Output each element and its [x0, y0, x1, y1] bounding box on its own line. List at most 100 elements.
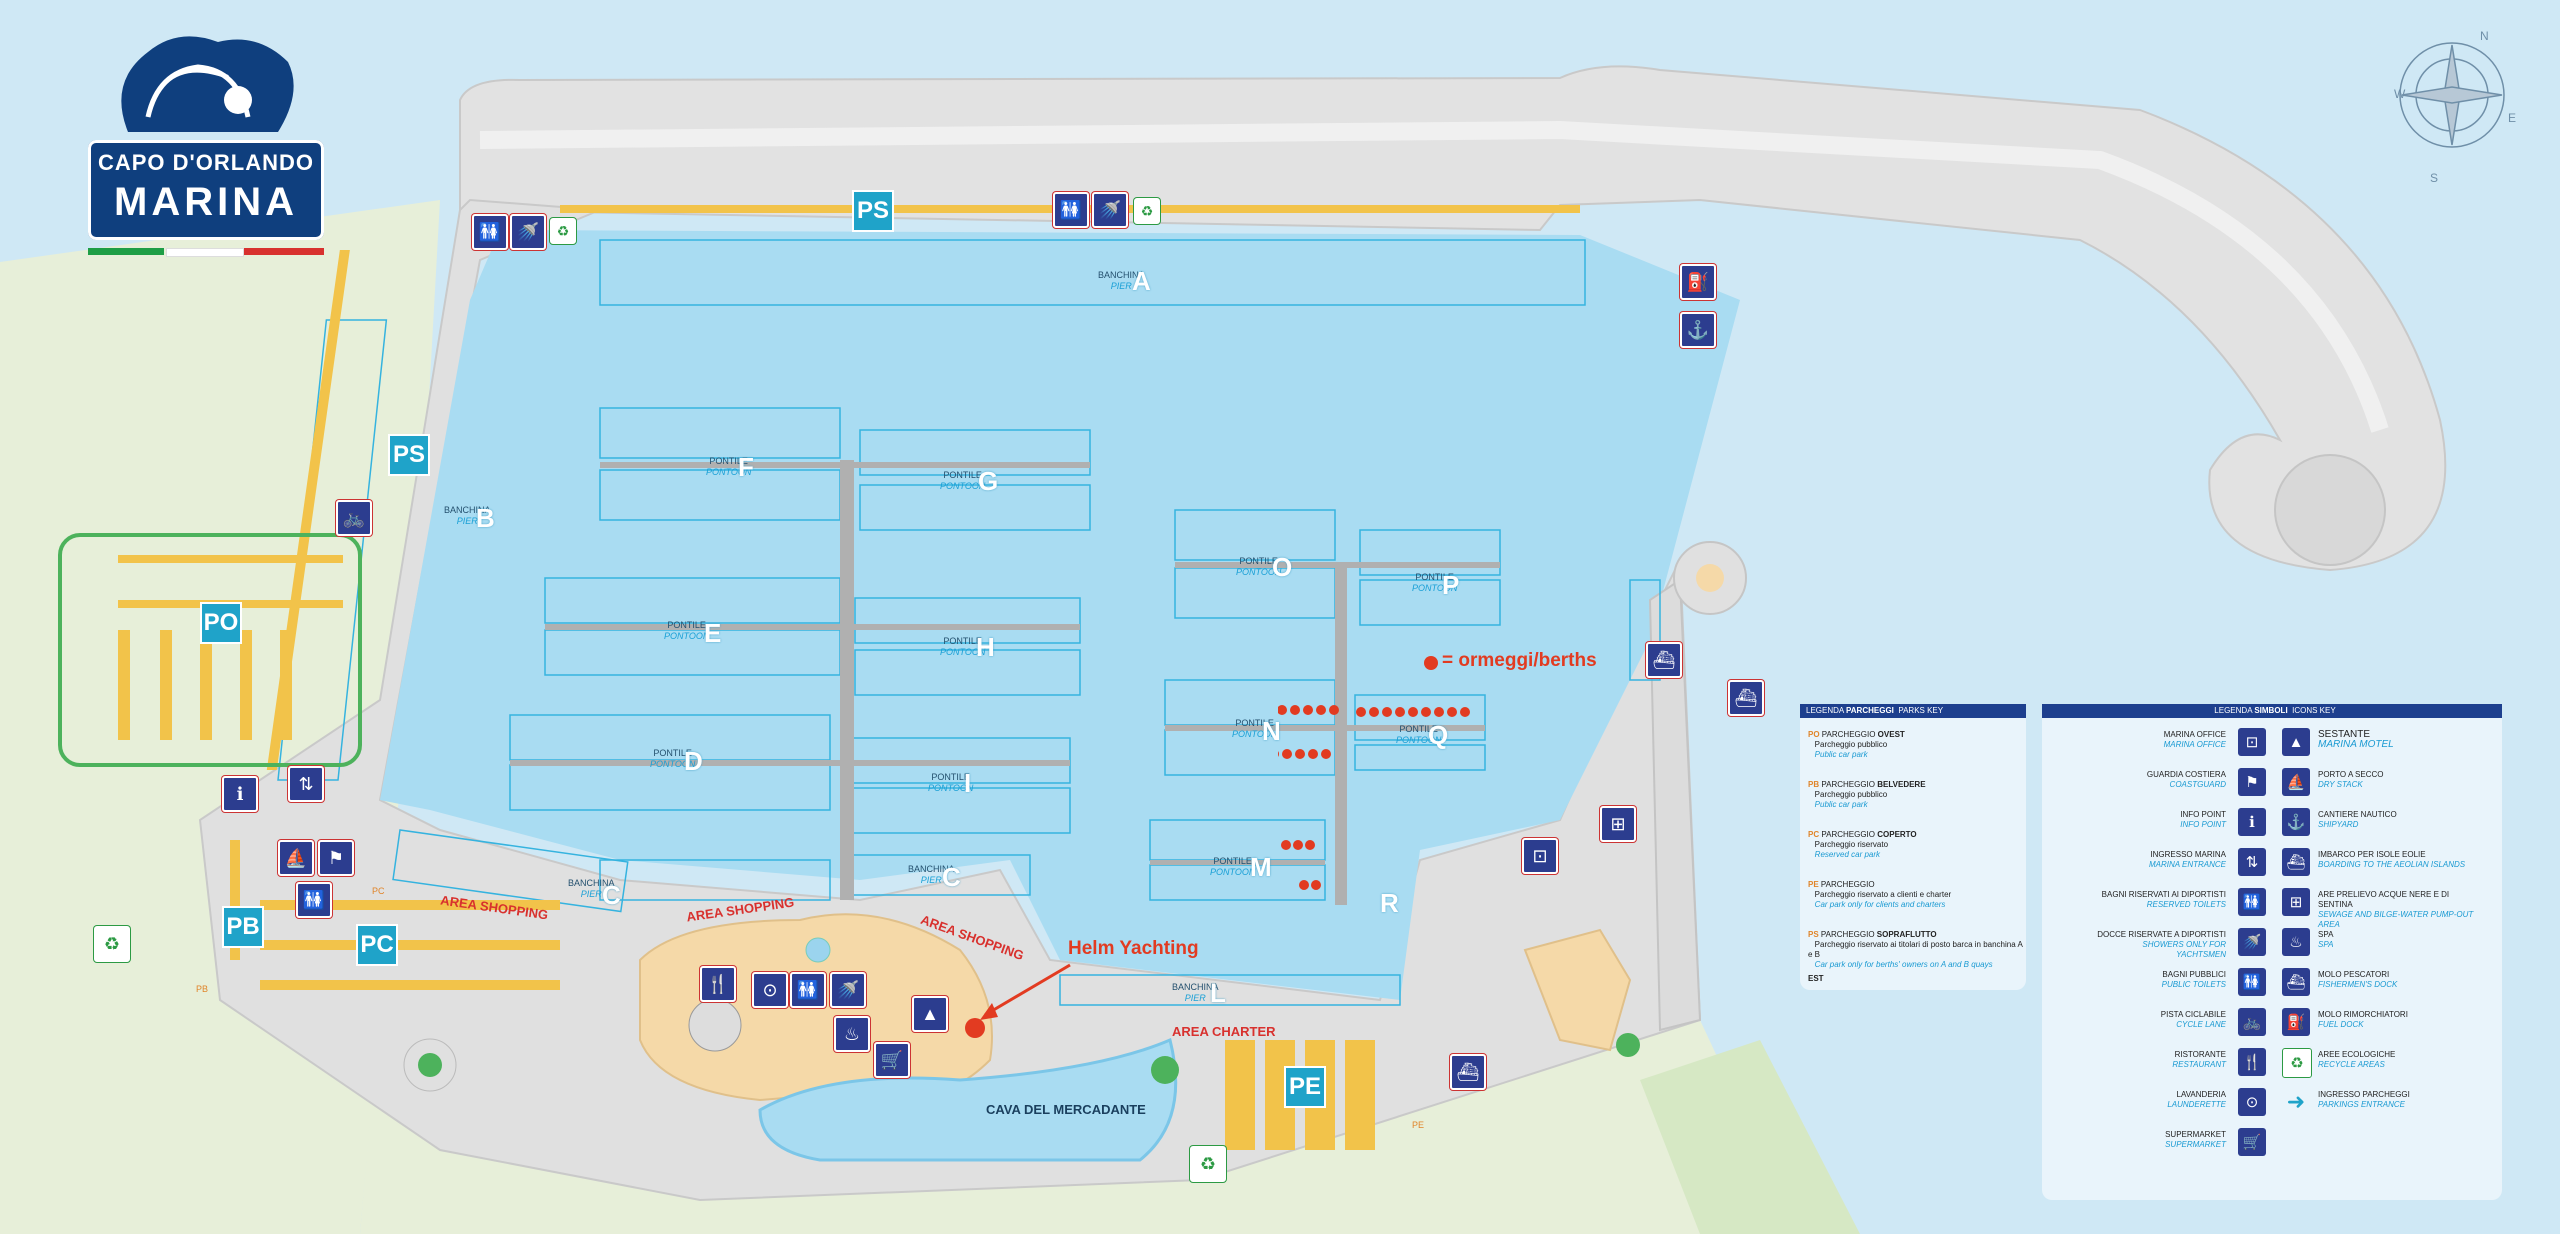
legend-parking-footer: EST: [1808, 974, 1824, 983]
pontoon-h[interactable]: H: [976, 632, 995, 662]
flag-red: [244, 248, 324, 255]
marina-office-icon[interactable]: ⊡: [1522, 838, 1558, 874]
logo-line1: CAPO D'ORLANDO: [97, 150, 314, 175]
pontoon-r[interactable]: R: [1380, 888, 1399, 918]
breakwater-head: [2274, 454, 2386, 566]
restaurant-icon[interactable]: 🍴: [700, 966, 736, 1002]
motel-icon[interactable]: ▲: [912, 996, 948, 1032]
shower-icon[interactable]: 🚿: [1092, 192, 1128, 228]
spa-icon[interactable]: ♨: [834, 1016, 870, 1052]
pier-c2[interactable]: C: [942, 862, 961, 892]
bike-icon[interactable]: 🚲: [336, 500, 372, 536]
parking-sign-pb[interactable]: PB: [222, 906, 264, 948]
legend-parking-header: LEGENDA PARCHEGGI PARKS KEY: [1800, 704, 2026, 718]
recycle-icon[interactable]: ♻: [1190, 1146, 1226, 1182]
pontoon-o[interactable]: O: [1272, 552, 1293, 582]
supermarket-icon[interactable]: 🛒: [874, 1042, 910, 1078]
dry-stack-icon: ⛵: [2282, 768, 2310, 796]
logo-line2: MARINA: [114, 180, 298, 224]
pontoon-e[interactable]: E: [704, 618, 722, 648]
pontoon-d[interactable]: D: [684, 746, 703, 776]
pumpout-icon[interactable]: ⊞: [1600, 806, 1636, 842]
pontoon-p[interactable]: P: [1442, 570, 1460, 600]
pier-b[interactable]: B: [476, 503, 495, 533]
parking-sign-ps-west[interactable]: PS: [388, 434, 430, 476]
pier-l[interactable]: L: [1210, 978, 1226, 1008]
parking-sign-po[interactable]: PO: [200, 602, 242, 644]
parking-sign-pc[interactable]: PC: [356, 924, 398, 966]
ferry-icon[interactable]: ⛴: [1646, 642, 1682, 678]
motel-icon[interactable]: ⛵: [278, 840, 314, 876]
entrance-icon[interactable]: ⇅: [288, 766, 324, 802]
toilets-icon[interactable]: 🚻: [790, 972, 826, 1008]
laundry-icon: ⊙: [2238, 1088, 2266, 1116]
cava-lake: [758, 1037, 1178, 1162]
info-icon[interactable]: ℹ: [222, 776, 258, 812]
helm-arrow: [984, 963, 1071, 1017]
compass-s: S: [2430, 171, 2438, 185]
walkways: [510, 460, 1500, 905]
compass-rose: [2399, 42, 2505, 148]
toilets-icon[interactable]: 🚻: [296, 882, 332, 918]
pontoon-f[interactable]: F: [738, 452, 754, 482]
pier-c1[interactable]: C: [602, 880, 621, 910]
compass-w: W: [2394, 87, 2406, 101]
coastguard-icon: ⚑: [2238, 768, 2266, 796]
shower-icon[interactable]: 🚿: [830, 972, 866, 1008]
recycle-icon[interactable]: ♻: [1134, 198, 1160, 224]
legend-parking-po: PO PARCHEGGIO OVEST Parcheggio pubblico …: [1808, 730, 1905, 759]
logo: CAPO D'ORLANDO MARINA: [88, 22, 324, 257]
restaurant-icon: 🍴: [2238, 1048, 2266, 1076]
ferry-icon[interactable]: ⛴: [1728, 680, 1764, 716]
fishermen-icon[interactable]: ⛴: [1450, 1054, 1486, 1090]
recycle-icon[interactable]: ♻: [94, 926, 130, 962]
laundry-icon[interactable]: ⊙: [752, 972, 788, 1008]
toilets-icon[interactable]: 🚻: [1053, 192, 1089, 228]
ferry-icon: ⛴: [2282, 848, 2310, 876]
parking-sign-ps-north[interactable]: PS: [852, 190, 894, 232]
pier-a[interactable]: A: [1132, 266, 1151, 296]
pontoon-q[interactable]: Q: [1428, 720, 1449, 750]
compass-n: N: [2480, 29, 2489, 43]
coastguard-icon[interactable]: ⚑: [318, 840, 354, 876]
recycle-icon: ♻: [2282, 1048, 2312, 1078]
parking-entrance-pe: PE: [1412, 1120, 1425, 1130]
parking-sign-pe[interactable]: PE: [1284, 1066, 1326, 1108]
pontoon-m[interactable]: M: [1250, 852, 1272, 882]
berths-a: [599, 239, 1586, 306]
logo-emblem-icon: [121, 36, 294, 132]
land-area-right: [1640, 1040, 1860, 1234]
berth-dot-group: [1243, 705, 1470, 890]
pontoon-i[interactable]: I: [964, 768, 972, 798]
recycle-icon[interactable]: ♻: [550, 218, 576, 244]
berths-legend-dot: [1424, 656, 1438, 670]
helm-yachting-label[interactable]: Helm Yachting: [1068, 938, 1199, 959]
fuel-icon[interactable]: ⛽: [1680, 264, 1716, 300]
toilets-icon[interactable]: 🚻: [472, 214, 508, 250]
shower-icon[interactable]: 🚿: [510, 214, 546, 250]
pontoon-n[interactable]: N: [1262, 716, 1281, 746]
bike-icon: 🚲: [2238, 1008, 2266, 1036]
pontoon-g[interactable]: G: [978, 466, 999, 496]
breakwater-road: [479, 120, 2389, 433]
crane-icon[interactable]: ⚓: [1680, 312, 1716, 348]
